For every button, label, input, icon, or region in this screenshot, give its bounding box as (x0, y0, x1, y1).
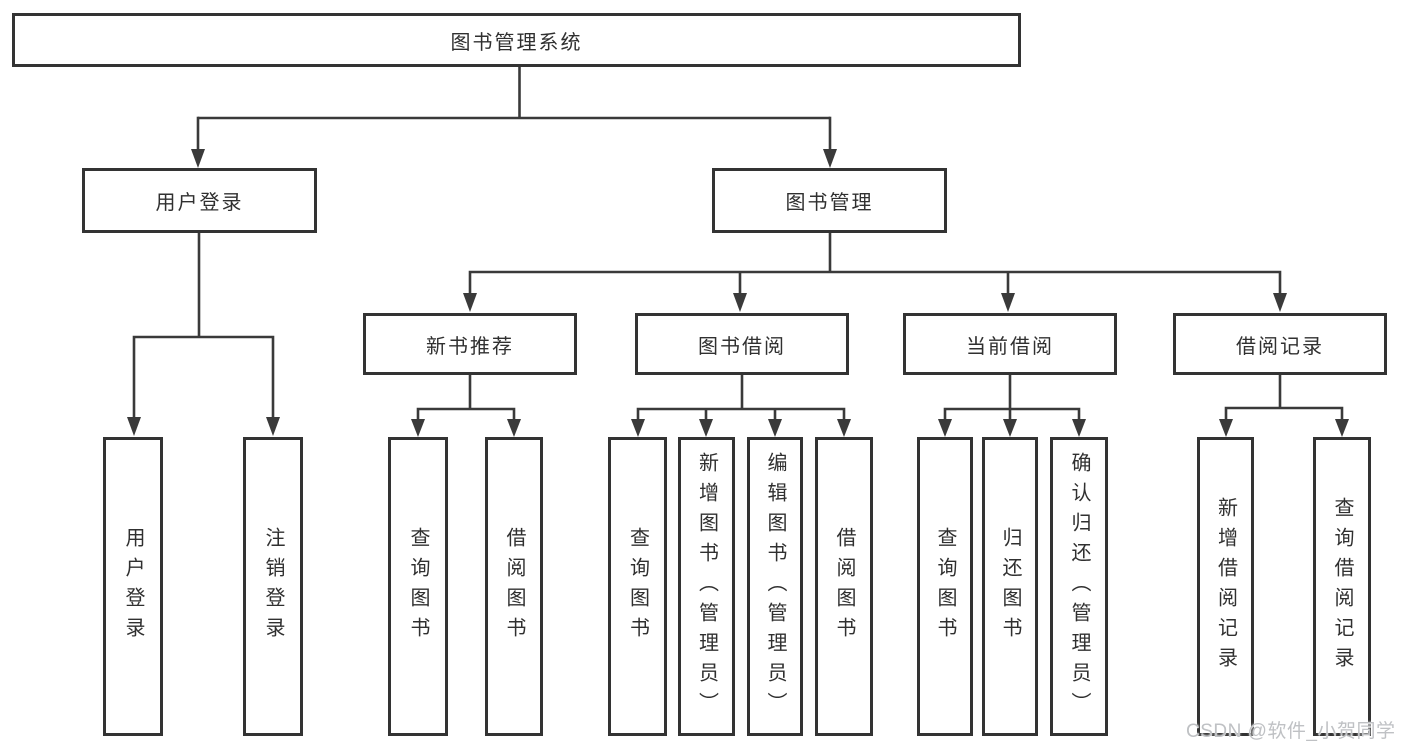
leaf-query-books-borrowing: 查询图书 (608, 437, 667, 736)
node-book-borrowing: 图书借阅 (635, 313, 849, 375)
leaf-add-books-admin: 新增图书（管理员） (678, 437, 735, 736)
leaf-query-borrow-record: 查询借阅记录 (1313, 437, 1371, 736)
node-current-borrowing: 当前借阅 (903, 313, 1117, 375)
node-library-system: 图书管理系统 (12, 13, 1021, 67)
arrowheads (127, 149, 1349, 437)
leaf-edit-books-admin: 编辑图书（管理员） (747, 437, 803, 736)
leaf-query-books-current: 查询图书 (917, 437, 973, 736)
node-new-book-recommendation: 新书推荐 (363, 313, 577, 375)
leaf-logout: 注销登录 (243, 437, 303, 736)
watermark: CSDN @软件_小贺同学 (1186, 721, 1396, 742)
leaf-query-books-recommend: 查询图书 (388, 437, 448, 736)
leaf-add-borrow-record: 新增借阅记录 (1197, 437, 1254, 736)
node-user-login: 用户登录 (82, 168, 317, 233)
leaf-borrow-books-borrowing: 借阅图书 (815, 437, 873, 736)
leaf-return-books: 归还图书 (982, 437, 1038, 736)
leaf-confirm-return-admin: 确认归还（管理员） (1050, 437, 1108, 736)
node-borrowing-records: 借阅记录 (1173, 313, 1387, 375)
leaf-user-login: 用户登录 (103, 437, 163, 736)
leaf-borrow-books-recommend: 借阅图书 (485, 437, 543, 736)
node-book-management: 图书管理 (712, 168, 947, 233)
